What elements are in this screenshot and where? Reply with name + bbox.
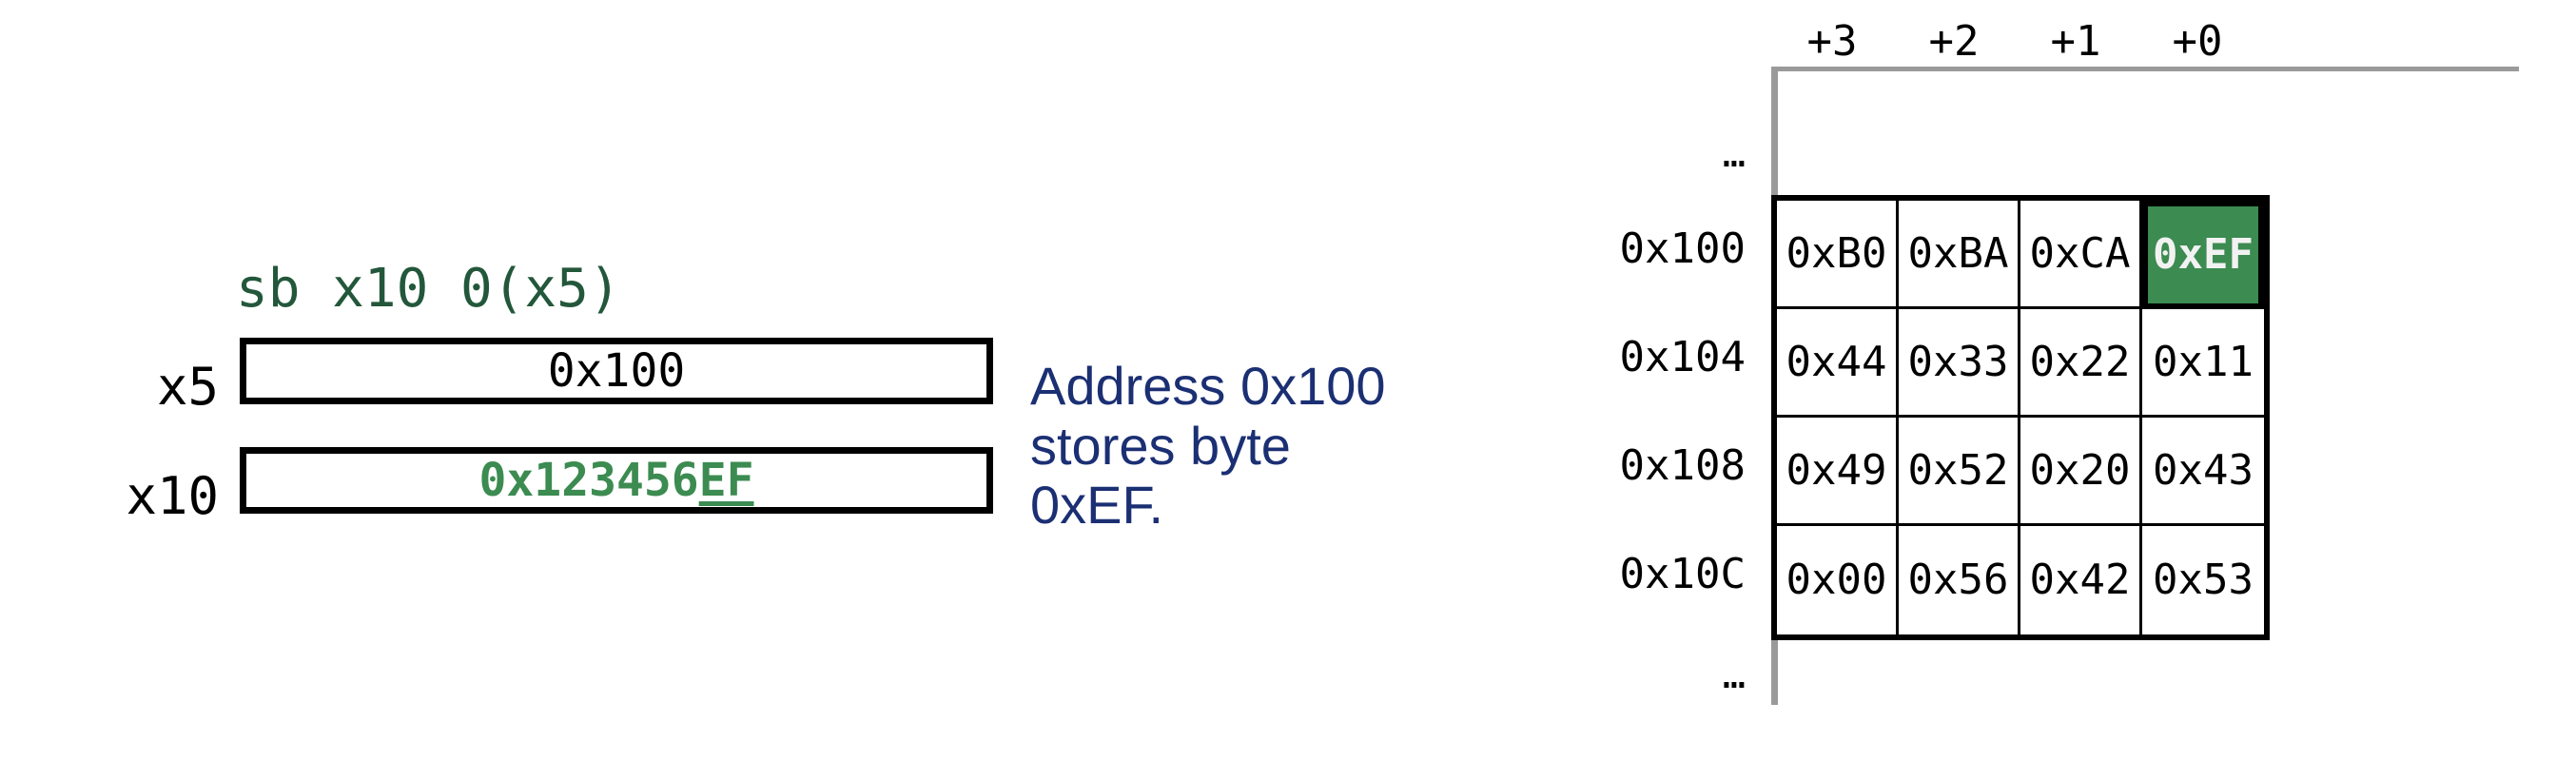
- memory-cell-0x10F[interactable]: 0x00: [1777, 526, 1899, 634]
- memory-grid: 0xB0 0xBA 0xCA 0xEF 0x44 0x33 0x22 0x11 …: [1771, 195, 2270, 640]
- register-value-x10: 0x123456EF: [479, 458, 754, 503]
- memory-cell-0x103[interactable]: 0xB0: [1777, 201, 1899, 309]
- memory-ellipsis-bottom: …: [1722, 654, 1746, 697]
- register-label-x10: x10: [126, 466, 219, 526]
- memory-cell-0x10C[interactable]: 0x53: [2142, 526, 2264, 634]
- memory-cell-0x101[interactable]: 0xCA: [2020, 201, 2142, 309]
- memory-row-address-0x10C: 0x10C: [1619, 550, 1746, 598]
- register-value-x10-prefix: 0x123456: [478, 454, 699, 507]
- caption-line-1: Address 0x100: [1030, 356, 1386, 416]
- caption: Address 0x100 stores byte 0xEF.: [1030, 356, 1439, 536]
- memory-cell-0x10A[interactable]: 0x52: [1899, 418, 2020, 526]
- register-box-x5: 0x100: [240, 338, 993, 404]
- memory-cell-0x105[interactable]: 0x22: [2020, 309, 2142, 418]
- memory-row-address-0x108: 0x108: [1619, 441, 1746, 490]
- memory-column-header-plus1: +1: [2050, 17, 2101, 66]
- memory-cell-0x107[interactable]: 0x44: [1777, 309, 1899, 418]
- memory-cell-0x108[interactable]: 0x43: [2142, 418, 2264, 526]
- memory-column-header-plus3: +3: [1806, 17, 1858, 66]
- memory-top-left-rail: [1771, 67, 1778, 197]
- caption-line-2: stores byte: [1030, 415, 1291, 476]
- table-row: 0xB0 0xBA 0xCA 0xEF: [1777, 201, 2264, 309]
- register-value-x10-stored-byte: EF: [698, 454, 754, 507]
- memory-row-address-0x100: 0x100: [1619, 224, 1746, 273]
- table-row: 0x44 0x33 0x22 0x11: [1777, 309, 2264, 418]
- memory-cell-0x106[interactable]: 0x33: [1899, 309, 2020, 418]
- memory-cell-0x10E[interactable]: 0x56: [1899, 526, 2020, 634]
- memory-cell-0x10D[interactable]: 0x42: [2020, 526, 2142, 634]
- memory-cell-0x109[interactable]: 0x20: [2020, 418, 2142, 526]
- memory-column-header-plus0: +0: [2172, 17, 2223, 66]
- table-row: 0x00 0x56 0x42 0x53: [1777, 526, 2264, 634]
- memory-cell-0x100-highlighted[interactable]: 0xEF: [2142, 201, 2264, 309]
- memory-top-rail: [1771, 67, 2519, 71]
- register-box-x10: 0x123456EF: [240, 447, 993, 514]
- memory-row-address-0x104: 0x104: [1619, 333, 1746, 381]
- memory-cell-0x104[interactable]: 0x11: [2142, 309, 2264, 418]
- table-row: 0x49 0x52 0x20 0x43: [1777, 418, 2264, 526]
- memory-bottom-left-rail: [1771, 629, 1778, 705]
- register-value-x5: 0x100: [547, 344, 686, 398]
- instruction-text: sb x10 0(x5): [236, 258, 621, 320]
- memory-cell-0x10B[interactable]: 0x49: [1777, 418, 1899, 526]
- memory-ellipsis-top: …: [1722, 132, 1746, 176]
- caption-line-3: 0xEF.: [1030, 475, 1164, 536]
- register-label-x5: x5: [156, 357, 219, 417]
- memory-column-header-plus2: +2: [1928, 17, 1980, 66]
- memory-cell-0x102[interactable]: 0xBA: [1899, 201, 2020, 309]
